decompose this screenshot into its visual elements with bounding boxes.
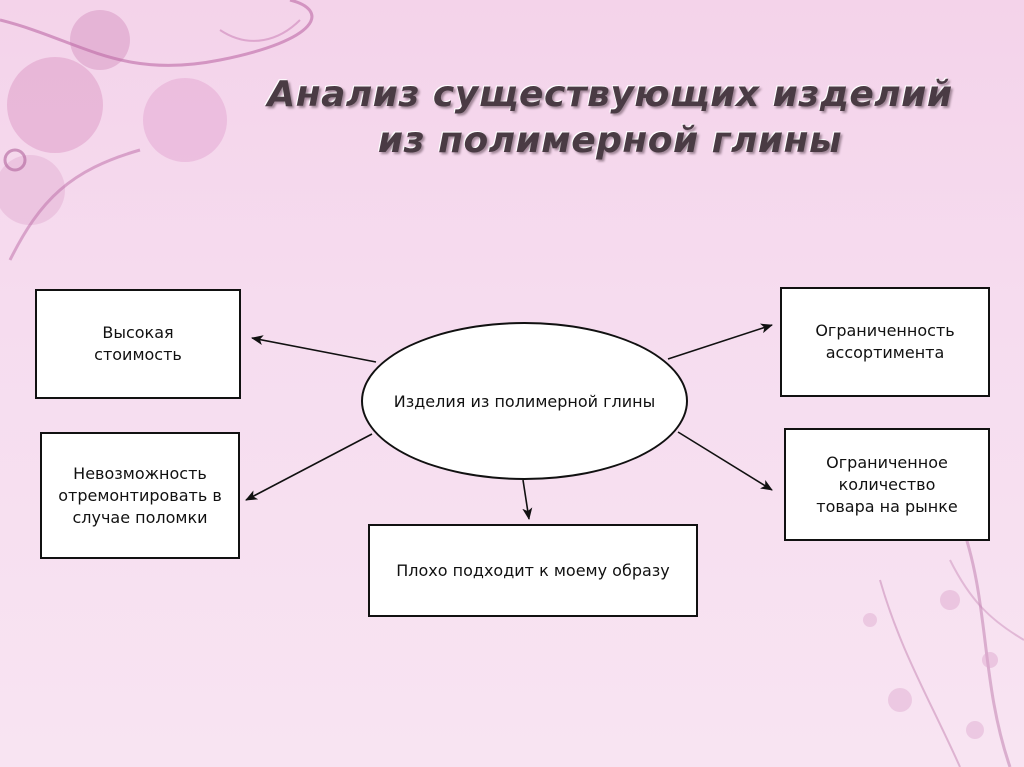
- title-line-1: Анализ существующих изделий: [267, 74, 953, 115]
- box-cannot-repair-label: Невозможность отремонтировать в случае п…: [58, 463, 222, 527]
- center-node: Изделия из полимерной глины: [361, 322, 688, 480]
- box-high-cost: Высокая стоимость: [35, 289, 241, 399]
- box-bad-fit-label: Плохо подходит к моему образу: [396, 560, 670, 580]
- box-high-cost-label: Высокая стоимость: [94, 323, 182, 364]
- arrow-to-bad-fit: [522, 479, 533, 520]
- arrow-to-limited-range: [667, 323, 773, 360]
- box-cannot-repair: Невозможность отремонтировать в случае п…: [40, 432, 240, 559]
- arrow-to-cannot-repair: [245, 433, 373, 501]
- arrow-to-limited-quantity: [677, 431, 773, 491]
- box-limited-range-label: Ограниченность ассортимента: [815, 321, 955, 362]
- arrow-to-high-cost: [251, 335, 377, 363]
- page-title: Анализ существующих изделий из полимерно…: [230, 72, 990, 164]
- box-limited-quantity-label: Ограниченное количество товара на рынке: [816, 452, 958, 516]
- box-limited-range: Ограниченность ассортимента: [780, 287, 990, 397]
- box-limited-quantity: Ограниченное количество товара на рынке: [784, 428, 990, 541]
- center-node-label: Изделия из полимерной глины: [393, 391, 656, 411]
- box-bad-fit: Плохо подходит к моему образу: [368, 524, 698, 617]
- title-line-2: из полимерной глины: [377, 120, 843, 161]
